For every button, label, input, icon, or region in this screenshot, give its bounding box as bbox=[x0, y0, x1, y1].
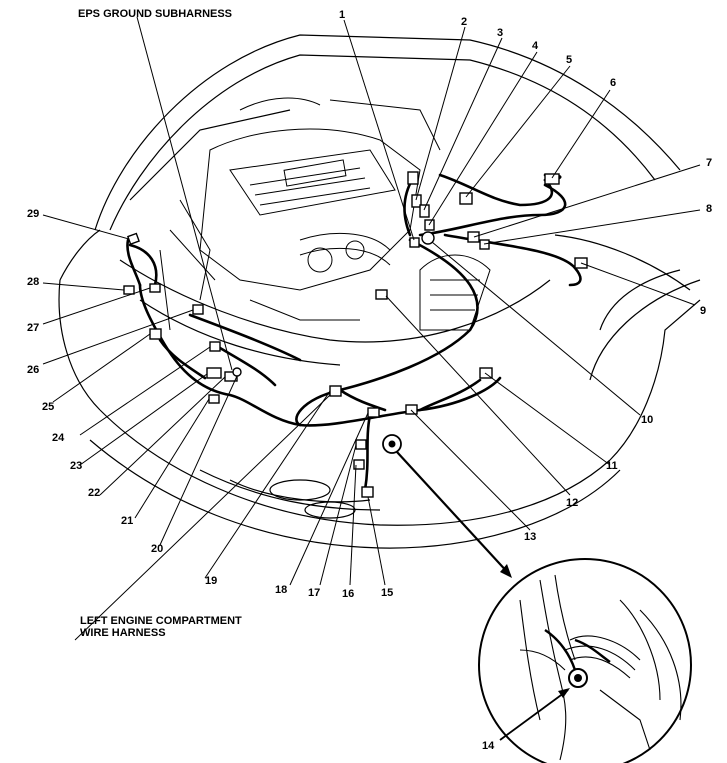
callout-10: 10 bbox=[641, 414, 654, 426]
detail-arrow-head bbox=[500, 564, 512, 578]
callout-18: 18 bbox=[275, 584, 288, 596]
left-engine-compartment-harness-label: LEFT ENGINE COMPARTMENT WIRE HARNESS bbox=[80, 615, 242, 639]
detail-arrow-line bbox=[396, 451, 511, 576]
callout-16: 16 bbox=[342, 588, 355, 600]
callout-5: 5 bbox=[566, 54, 573, 66]
callout-14: 14 bbox=[482, 740, 495, 752]
callout-6: 6 bbox=[610, 77, 617, 89]
callout-8: 8 bbox=[706, 203, 713, 215]
callout-25: 25 bbox=[42, 401, 55, 413]
callout-27: 27 bbox=[27, 322, 40, 334]
callout-24: 24 bbox=[52, 432, 65, 444]
callout-7: 7 bbox=[706, 157, 713, 169]
callout-2: 2 bbox=[461, 16, 468, 28]
left-harness-label-line2: WIRE HARNESS bbox=[80, 627, 166, 639]
callout-3: 3 bbox=[497, 27, 504, 39]
callout-1: 1 bbox=[339, 9, 346, 21]
callout-19: 19 bbox=[205, 575, 218, 587]
callout-20: 20 bbox=[151, 543, 164, 555]
leader-lines bbox=[42, 16, 701, 641]
car-body bbox=[58, 34, 701, 549]
left-harness-label-line1: LEFT ENGINE COMPARTMENT bbox=[80, 615, 242, 627]
engine-block bbox=[159, 97, 491, 331]
callout-21: 21 bbox=[121, 515, 134, 527]
callout-9: 9 bbox=[700, 305, 707, 317]
wire-harness-lines bbox=[126, 173, 582, 492]
callout-13: 13 bbox=[524, 531, 537, 543]
callout-17: 17 bbox=[308, 587, 321, 599]
callout-26: 26 bbox=[27, 364, 40, 376]
callout-12: 12 bbox=[566, 497, 579, 509]
callout-4: 4 bbox=[532, 40, 539, 52]
callout-29: 29 bbox=[27, 208, 40, 220]
eps-ground-subharness-label: EPS GROUND SUBHARNESS bbox=[78, 8, 233, 20]
callout-22: 22 bbox=[88, 487, 101, 499]
callout-15: 15 bbox=[381, 587, 394, 599]
ground-terminal-bolt bbox=[388, 440, 396, 448]
callout-23: 23 bbox=[70, 460, 83, 472]
detail-inset bbox=[478, 558, 692, 763]
callout-11: 11 bbox=[606, 460, 618, 472]
callout-28: 28 bbox=[27, 276, 40, 288]
